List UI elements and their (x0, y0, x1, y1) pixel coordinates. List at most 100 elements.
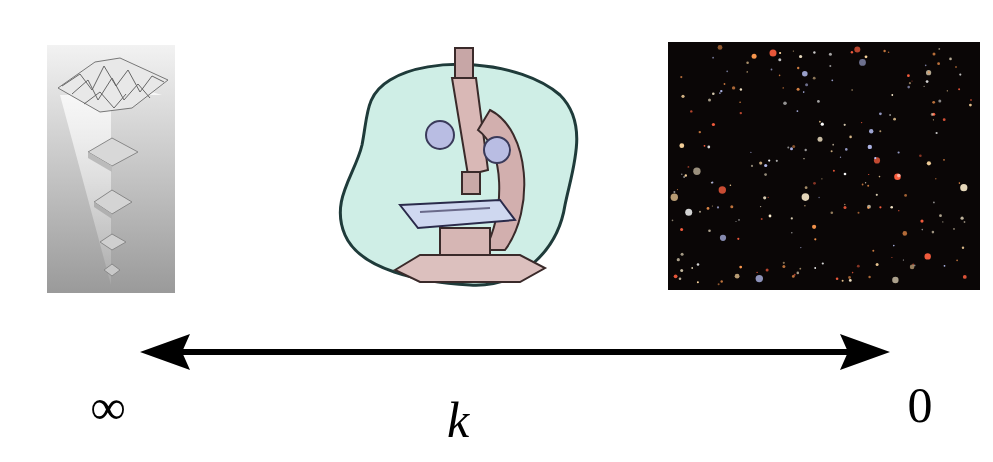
galaxy-dot (876, 263, 879, 266)
galaxy-dot (708, 98, 711, 101)
galaxy-dot (964, 221, 966, 223)
galaxy-dot (693, 168, 700, 175)
galaxy-dot (711, 182, 713, 184)
galaxy-dot (799, 55, 802, 58)
galaxy-dot (925, 253, 931, 259)
galaxy-dot (685, 209, 692, 216)
galaxy-dot (708, 230, 711, 233)
galaxy-dot (800, 247, 801, 248)
galaxy-dot (858, 212, 860, 214)
galaxy-dot (903, 259, 904, 260)
galaxy-dot (752, 54, 757, 59)
galaxy-dot (778, 58, 781, 61)
galaxy-dot (793, 50, 794, 51)
galaxy-dot (680, 269, 683, 272)
galaxy-dot (740, 112, 742, 114)
galaxy-dot (897, 174, 901, 178)
galaxy-dot (746, 61, 749, 64)
galaxy-dot (879, 206, 881, 208)
galaxy-dot (740, 88, 742, 90)
galaxy-dot (832, 144, 834, 146)
galaxy-dot (848, 276, 851, 279)
galaxy-dot (819, 121, 821, 123)
galaxy-dot (844, 124, 846, 126)
galaxy-dot (857, 265, 860, 268)
galaxy-dot (849, 279, 852, 282)
galaxy-dot (959, 182, 961, 184)
galaxy-dot (768, 160, 770, 162)
galaxy-dot (959, 74, 961, 76)
galaxy-dot (891, 94, 893, 96)
galaxy-dot (724, 83, 726, 85)
galaxy-dot (894, 174, 901, 181)
galaxy-dot (910, 265, 915, 270)
galaxy-dot (726, 70, 728, 72)
galaxy-dot (862, 184, 864, 186)
galaxy-dot (813, 182, 816, 185)
galaxy-dot (958, 88, 960, 90)
galaxy-dot (889, 114, 891, 116)
galaxy-dot (674, 274, 678, 278)
galaxy-dot (747, 71, 748, 72)
galaxy-dot (764, 164, 767, 167)
galaxy-dot (779, 75, 781, 77)
galaxy-dot (782, 265, 785, 268)
galaxy-dot (852, 272, 854, 274)
galaxy-dot (907, 86, 910, 89)
galaxy-dot (719, 92, 721, 94)
galaxy-dot (679, 277, 682, 280)
galaxy-dot (931, 113, 934, 116)
galaxy-dot (681, 253, 684, 256)
galaxy-dot (821, 178, 822, 179)
galaxy-dot (938, 99, 941, 102)
galaxy-dot (943, 159, 945, 161)
galaxy-dot (876, 194, 878, 196)
galaxy-dot (717, 206, 719, 208)
galaxy-dot (704, 145, 706, 147)
galaxy-dot (735, 221, 736, 222)
galaxy-dot (927, 161, 931, 165)
galaxy-dot (831, 212, 834, 215)
galaxy-dot (812, 225, 816, 229)
galaxy-dot (792, 145, 795, 148)
galaxy-dot (691, 267, 693, 269)
galaxy-dot (779, 52, 781, 54)
galaxy-dot (814, 267, 816, 269)
galaxy-dot (732, 86, 735, 89)
galaxy-dot (699, 131, 701, 133)
galaxy-dot (720, 90, 722, 92)
galaxy-dot (859, 59, 866, 66)
galaxy-dot (751, 165, 753, 167)
galaxy-dot (937, 62, 940, 65)
galaxy-dot (817, 100, 820, 103)
galaxy-dot (671, 194, 678, 201)
galaxy-dot (690, 110, 692, 112)
galaxy-dot (842, 280, 844, 282)
galaxy-dot (935, 178, 936, 179)
galaxy-dot (677, 258, 680, 261)
galaxy-dot (759, 162, 762, 165)
galaxy-dot (680, 76, 682, 78)
galaxy-dot (898, 210, 899, 211)
galaxy-dot (920, 220, 923, 223)
galaxy-dot (868, 145, 872, 149)
galaxy-dot (903, 231, 908, 236)
galaxy-dot (763, 196, 766, 199)
galaxy-dot (844, 204, 845, 205)
galaxy-dot (718, 283, 720, 285)
galaxy-dot (926, 80, 929, 83)
galaxy-dot (892, 277, 898, 283)
galaxy-dot (712, 57, 714, 59)
galaxy-dot (814, 238, 816, 240)
galaxy-dot (791, 217, 793, 219)
galaxy-dot (851, 51, 853, 53)
galaxy-dot (802, 71, 808, 77)
galaxy-dot (867, 185, 869, 187)
galaxy-dot (949, 58, 952, 61)
galaxy-dot (963, 275, 967, 279)
galaxy-dot (970, 99, 972, 101)
galaxy-dot (932, 101, 935, 104)
scale-arrow (140, 334, 890, 370)
galaxy-dot (719, 186, 726, 193)
